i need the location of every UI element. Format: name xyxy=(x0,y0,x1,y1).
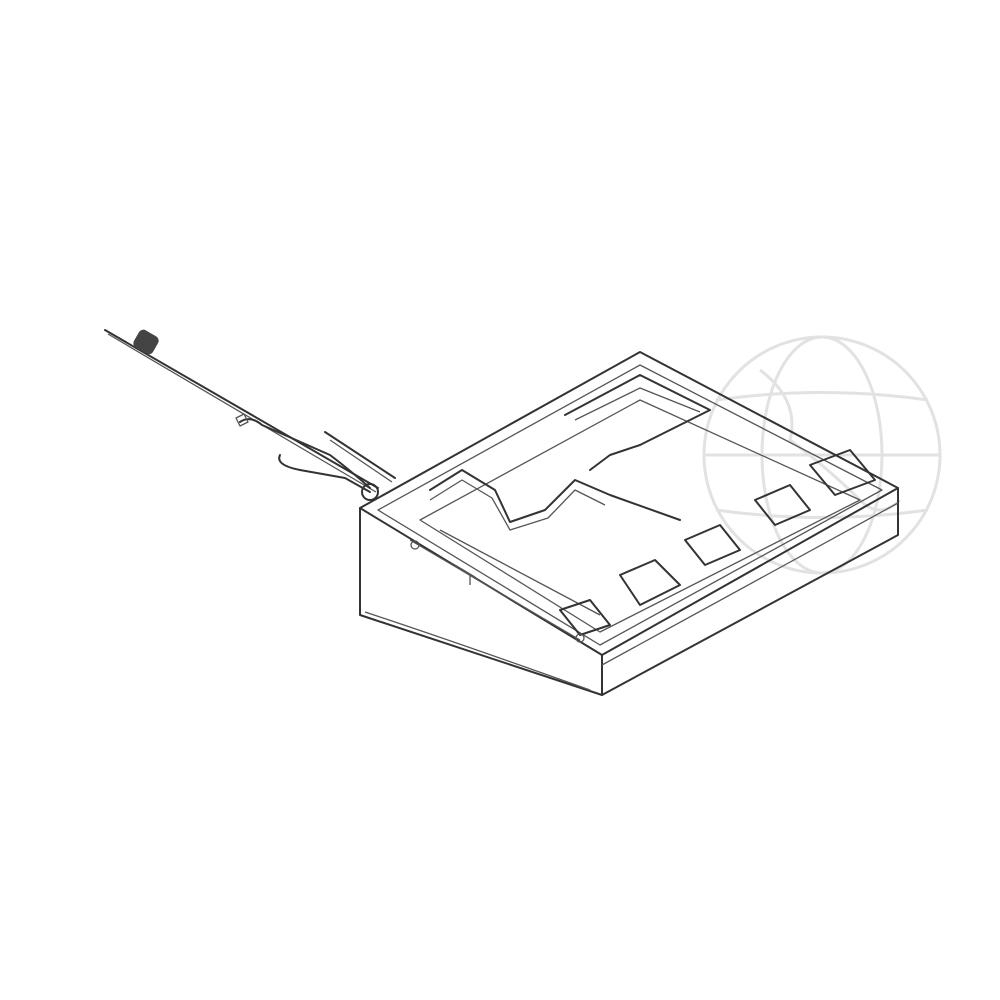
wire-harness xyxy=(104,329,396,501)
tray xyxy=(359,351,899,696)
globe-icon xyxy=(702,335,942,575)
coil-spring xyxy=(133,329,159,355)
